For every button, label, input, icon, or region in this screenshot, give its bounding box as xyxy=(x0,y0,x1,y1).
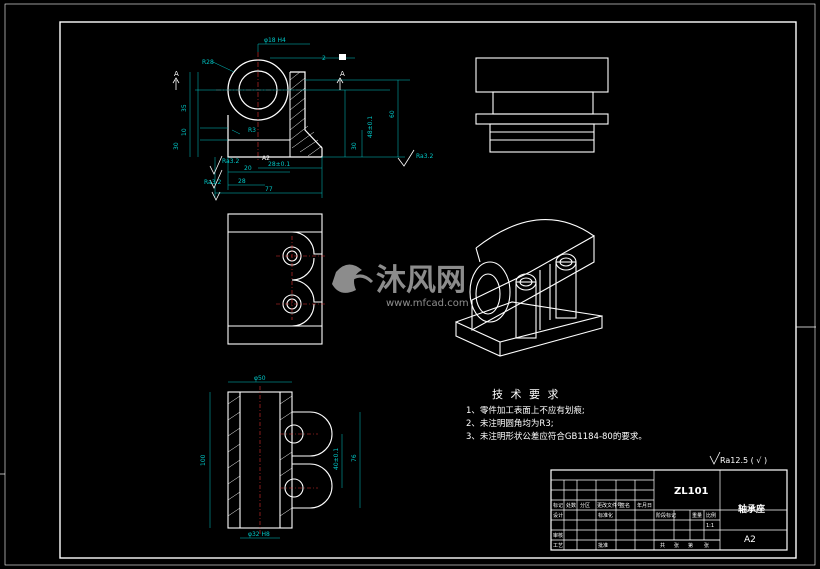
section-view-hatch xyxy=(227,395,293,517)
requirement-2: 2、未注明圆角均为R3; xyxy=(466,418,554,429)
tb-label-designer: 设计 xyxy=(553,512,563,519)
tb-label-review: 审核 xyxy=(553,532,563,539)
isometric-view xyxy=(455,219,603,357)
rough-left-2: Ra3.2 xyxy=(204,179,221,186)
top-view xyxy=(227,213,323,345)
section-view: φ50 100 40±0.1 76 φ32 H8 xyxy=(200,375,361,539)
section-mark-a-right: A xyxy=(340,70,345,78)
dim-r3: R3 xyxy=(248,127,256,134)
title-material: ZL101 xyxy=(674,486,709,497)
dim-48: 48±0.1 xyxy=(367,116,374,138)
dim-76: 76 xyxy=(351,454,358,462)
tb-label-process: 工艺 xyxy=(553,543,563,549)
requirement-3: 3、未注明形状公差应符合GB1184-80的要求。 xyxy=(466,431,647,442)
general-roughness: Ra12.5 ( √ ) xyxy=(720,456,767,465)
section-mark-a2: A2 xyxy=(262,155,270,162)
tb-label-weight: 重量 xyxy=(692,512,702,519)
title-sheet-size: A2 xyxy=(744,535,756,545)
dim-100: 100 xyxy=(200,454,207,466)
side-view xyxy=(475,57,609,153)
dim-d50: φ50 xyxy=(254,375,266,382)
inner-frame xyxy=(59,21,797,559)
dim-28: 28 xyxy=(238,178,246,185)
front-view: R28 φ18 H4 2 R3 35 10 30 48±0.1 60 30 20… xyxy=(172,37,433,201)
tb-label-zone: 分区 xyxy=(580,502,590,509)
title-block-lines xyxy=(550,469,788,551)
dim-flatness: 2 xyxy=(322,55,326,62)
tb-label-date: 年月日 xyxy=(637,502,652,509)
tb-label-signature: 签名 xyxy=(620,502,630,509)
tb-label-approve: 批准 xyxy=(598,542,608,549)
watermark-logo xyxy=(332,264,374,293)
outer-frame xyxy=(4,3,816,566)
section-hatch xyxy=(289,71,323,157)
dim-top-hole: φ18 H4 xyxy=(264,37,286,44)
tb-label-sheet-unit-2: 张 xyxy=(704,542,709,549)
dim-60: 60 xyxy=(389,110,396,118)
dim-10: 10 xyxy=(181,128,188,136)
dim-30-left: 30 xyxy=(173,142,180,150)
front-dim-lines xyxy=(189,43,410,198)
tb-label-standardize: 标准化 xyxy=(598,512,613,519)
tb-label-count: 处数 xyxy=(566,502,576,509)
tb-label-sheet-no: 第 xyxy=(688,542,693,549)
roughness-symbols xyxy=(209,149,415,201)
dim-30-right: 30 xyxy=(351,142,358,150)
rough-right: Ra3.2 xyxy=(416,153,433,160)
dim-20: 20 xyxy=(244,165,252,172)
tb-label-sheets-total: 共 xyxy=(660,542,665,549)
requirement-1: 1、零件加工表面上不应有划痕; xyxy=(466,405,585,416)
dim-r28: R28 xyxy=(202,59,214,66)
tb-label-mark: 标记 xyxy=(553,502,563,509)
dim-40: 40±0.1 xyxy=(333,448,340,470)
tb-label-change-doc: 更改文件号 xyxy=(597,502,622,509)
section-arrows xyxy=(172,77,344,90)
tb-scale-value: 1:1 xyxy=(706,523,714,529)
top-view-centers xyxy=(276,236,326,320)
section-mark-a-left: A xyxy=(174,70,179,78)
dim-d32: φ32 H8 xyxy=(248,531,270,538)
watermark-url: www.mfcad.com xyxy=(386,298,469,309)
dim-28-tol: 28±0.1 xyxy=(268,161,290,168)
datum-box xyxy=(339,54,346,60)
watermark-brand: 沐风网 xyxy=(376,263,466,298)
dim-77: 77 xyxy=(265,186,273,193)
title-part-name: 轴承座 xyxy=(738,503,765,515)
rough-left-1: Ra3.2 xyxy=(222,158,239,165)
dim-35: 35 xyxy=(181,104,188,112)
general-roughness-symbol xyxy=(709,451,721,465)
tb-label-sheet-unit: 张 xyxy=(674,542,679,549)
tb-label-scale: 比例 xyxy=(706,512,716,519)
tb-label-stage-mark: 阶段标记 xyxy=(656,512,676,519)
requirements-title: 技 术 要 求 xyxy=(492,388,561,401)
